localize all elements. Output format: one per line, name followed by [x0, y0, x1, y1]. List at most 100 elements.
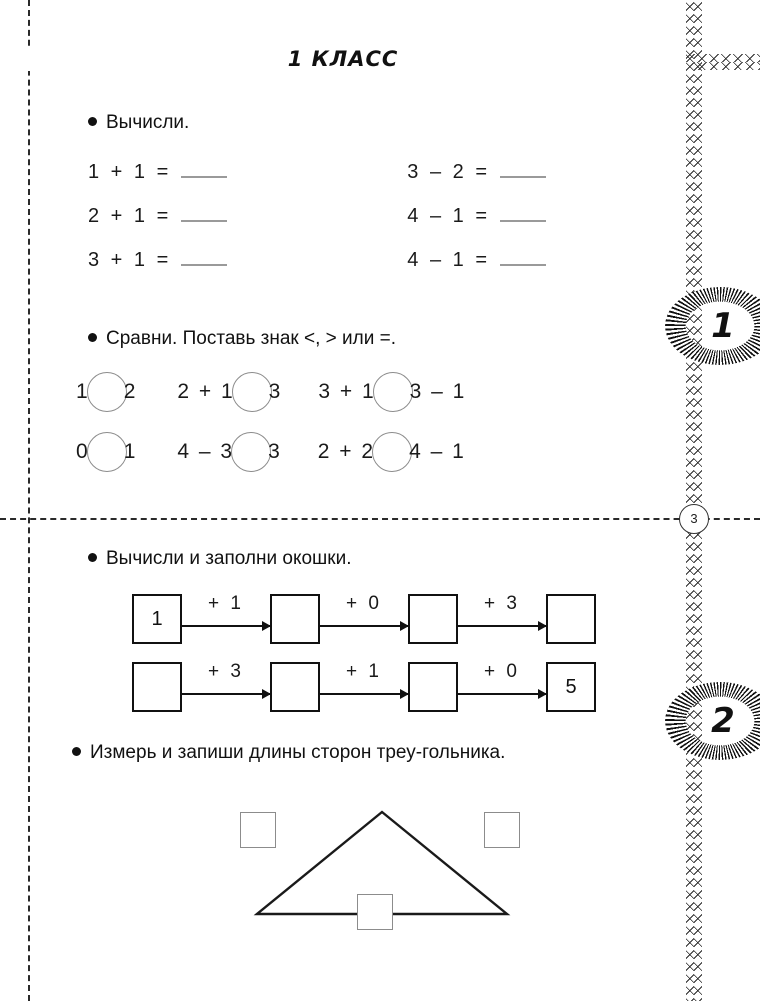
side-badge-2-label: 2 [711, 701, 735, 741]
task-compare: Сравни. Поставь знак <, > или =. 1 2 2 +… [76, 328, 466, 492]
equation-answer-blank[interactable] [500, 204, 546, 222]
comparison-right-expression: 3 – 1 [409, 380, 467, 403]
equation-row: 3 + 1 = [88, 248, 228, 272]
flow-chain-row: 1 + 1 + 0 + 3 [132, 593, 596, 644]
flow-operation-label: + 3 [484, 593, 520, 614]
equation-answer-blank[interactable] [500, 160, 546, 178]
comparison-item: 2 + 1 3 [177, 372, 282, 412]
bullet-icon [88, 553, 97, 562]
equation-row: 4 – 1 = [407, 248, 546, 272]
arrow-right-icon [320, 689, 409, 699]
flow-operation-label: + 0 [346, 593, 382, 614]
triangle-side-answer-box-left[interactable] [240, 811, 276, 848]
comparison-left-expression: 4 – 3 [177, 440, 235, 463]
comparison-left-expression: 1 [76, 380, 90, 403]
flow-operation-label: + 3 [208, 661, 244, 682]
task-fill-boxes-title-text: Вычисли и заполни окошки. [106, 548, 352, 569]
comparison-sign-circle[interactable] [231, 432, 272, 472]
flow-box[interactable] [270, 662, 320, 712]
flow-link: + 1 [320, 661, 409, 710]
triangle-side-answer-box-right[interactable] [484, 811, 520, 848]
comparison-row: 0 1 4 – 3 3 2 + 2 4 – 1 [76, 432, 466, 472]
side-badge-1: 1 [665, 287, 760, 365]
flow-box[interactable] [132, 662, 182, 712]
task-compare-title-text: Сравни. Поставь знак <, > или =. [106, 328, 397, 349]
flow-box[interactable] [270, 594, 320, 644]
arrow-right-icon [458, 689, 547, 699]
equation-row: 2 + 1 = [88, 204, 228, 228]
flow-operation-label: + 0 [484, 661, 520, 682]
flow-box[interactable]: 5 [546, 662, 596, 712]
bullet-icon [72, 747, 81, 756]
task-fill-boxes: Вычисли и заполни окошки. 1 + 1 + 0 [88, 548, 596, 730]
comparison-sign-circle[interactable] [86, 432, 127, 472]
comparison-item: 3 + 1 3 – 1 [318, 372, 466, 412]
bullet-icon [88, 333, 97, 342]
equation-row: 4 – 1 = [407, 204, 546, 228]
task-calculate-column-left: 1 + 1 = 2 + 1 = 3 + 1 = [88, 160, 228, 272]
equation-row: 1 + 1 = [88, 160, 228, 184]
comparison-right-expression: 3 [268, 440, 282, 463]
equation-answer-blank[interactable] [181, 204, 228, 222]
flow-operation-label: + 1 [208, 593, 244, 614]
flow-link: + 3 [182, 661, 271, 710]
arrow-right-icon [182, 689, 271, 699]
bullet-icon [88, 117, 97, 126]
comparison-left-expression: 0 [76, 440, 90, 463]
equation-expression: 4 – 1 = [407, 205, 490, 227]
arrow-right-icon [182, 621, 271, 631]
worksheet-content: Вычисли. 1 + 1 = 2 + 1 = 3 + 1 = [72, 112, 668, 944]
comparison-left-expression: 3 + 1 [318, 380, 376, 403]
flow-box[interactable] [546, 594, 596, 644]
comparison-row: 1 2 2 + 1 3 3 + 1 3 – 1 [76, 372, 466, 412]
equation-expression: 1 + 1 = [88, 161, 172, 183]
comparison-right-expression: 1 [123, 440, 138, 463]
comparison-sign-circle[interactable] [372, 372, 413, 412]
flow-box[interactable] [408, 662, 458, 712]
flow-link: + 0 [458, 661, 547, 710]
equation-expression: 2 + 1 = [88, 205, 172, 227]
middle-cut-dashed-line [0, 518, 760, 520]
task-compare-title: Сравни. Поставь знак <, > или =. [88, 328, 466, 350]
left-cut-dashed-line [28, 0, 30, 1001]
task-calculate-title-text: Вычисли. [106, 112, 190, 133]
comparison-left-expression: 2 + 1 [177, 380, 235, 403]
side-badge-1-label: 1 [711, 306, 735, 346]
cut-marker-badge: 3 [679, 504, 709, 534]
comparison-item: 4 – 3 3 [177, 432, 281, 472]
page-title-text: 1 КЛАСС [277, 47, 409, 71]
equation-answer-blank[interactable] [500, 248, 546, 266]
task-calculate: Вычисли. 1 + 1 = 2 + 1 = 3 + 1 = [88, 112, 546, 272]
flow-box[interactable]: 1 [132, 594, 182, 644]
equation-row: 3 – 2 = [407, 160, 546, 184]
comparison-item: 1 2 [76, 372, 137, 412]
task-measure-triangle-title: Измерь и запиши длины сторон треу-гольни… [72, 740, 668, 766]
triangle-figure [72, 774, 668, 944]
flow-link: + 1 [182, 593, 271, 642]
sunburst-oval-icon [665, 287, 760, 365]
equation-expression: 3 + 1 = [88, 249, 172, 271]
flow-operation-label: + 1 [346, 661, 382, 682]
sunburst-oval-icon [665, 682, 760, 760]
equation-answer-blank[interactable] [181, 160, 228, 178]
task-measure-triangle: Измерь и запиши длины сторон треу-гольни… [72, 740, 668, 944]
flow-box[interactable] [408, 594, 458, 644]
arrow-right-icon [320, 621, 409, 631]
triangle-side-answer-box-bottom[interactable] [357, 893, 393, 930]
comparison-right-expression: 3 [268, 380, 283, 403]
task-fill-boxes-title: Вычисли и заполни окошки. [88, 548, 596, 570]
comparison-sign-circle[interactable] [231, 372, 272, 412]
equation-answer-blank[interactable] [181, 248, 228, 266]
side-badge-2: 2 [665, 682, 760, 760]
comparison-sign-circle[interactable] [86, 372, 127, 412]
task-calculate-title: Вычисли. [88, 112, 546, 134]
comparison-right-expression: 4 – 1 [409, 440, 466, 463]
comparison-left-expression: 2 + 2 [317, 440, 376, 463]
comparison-item: 0 1 [76, 432, 137, 472]
equation-expression: 3 – 2 = [407, 161, 490, 183]
arrow-right-icon [458, 621, 547, 631]
task-calculate-column-right: 3 – 2 = 4 – 1 = 4 – 1 = [407, 160, 546, 272]
comparison-right-expression: 2 [123, 380, 138, 403]
right-margin-diamond-chain-icon [686, 0, 702, 1001]
comparison-sign-circle[interactable] [372, 432, 413, 472]
